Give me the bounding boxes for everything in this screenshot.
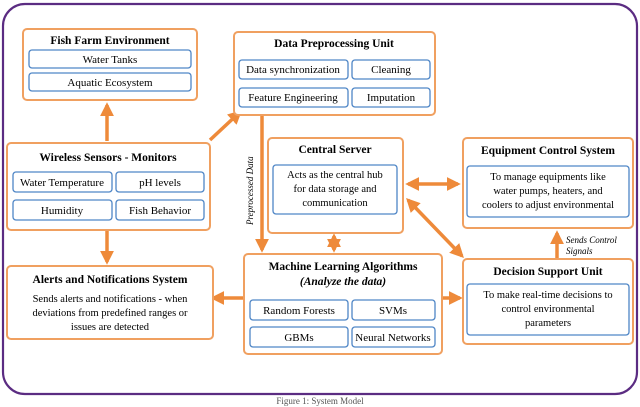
preprocessing-item: Feature Engineering [248, 92, 338, 104]
connector-arrows [100, 102, 564, 305]
ml-box: Machine Learning Algorithms (Analyze the… [243, 253, 443, 355]
equipment-desc-line: water pumps, heaters, and [493, 186, 603, 197]
sends-control-label-line2: Signals [566, 246, 593, 256]
preprocessing-item: Imputation [367, 92, 416, 104]
alerts-desc-line: deviations from predefined ranges or [32, 308, 188, 319]
fish-farm-box: Fish Farm Environment Water Tanks Aquati… [22, 28, 198, 101]
preprocessing-box: Data Preprocessing Unit Data synchroniza… [233, 31, 436, 116]
central-server-desc-line: Acts as the central hub [287, 170, 383, 181]
ml-title: Machine Learning Algorithms [269, 261, 418, 273]
sensor-item: Humidity [41, 205, 84, 217]
equipment-desc-line: To manage equipments like [490, 172, 606, 183]
preprocessing-item: Data synchronization [246, 64, 340, 76]
preprocessing-title: Data Preprocessing Unit [274, 38, 394, 50]
sends-control-label-line1: Sends Control [566, 235, 617, 245]
figure-caption: Figure 1: System Model [276, 396, 364, 406]
outer-frame [1, 2, 639, 396]
alerts-title: Alerts and Notifications System [33, 274, 188, 286]
ml-subtitle: (Analyze the data) [300, 276, 386, 288]
alerts-box: Alerts and Notifications System Sends al… [6, 265, 214, 340]
preprocessing-item: Cleaning [371, 64, 411, 76]
sensors-title: Wireless Sensors - Monitors [39, 152, 177, 164]
ml-algorithm: SVMs [379, 305, 407, 317]
alerts-desc-line: Sends alerts and notifications - when [33, 294, 189, 305]
ml-algorithm: Random Forests [263, 305, 335, 317]
equipment-box: Equipment Control System To manage equip… [462, 137, 634, 229]
ml-algorithm: Neural Networks [355, 332, 430, 344]
sensor-item: pH levels [139, 177, 181, 189]
central-server-title: Central Server [298, 144, 371, 156]
fish-farm-item: Aquatic Ecosystem [67, 77, 153, 89]
sensor-item: Fish Behavior [129, 205, 191, 217]
central-server-desc-line: communication [302, 198, 368, 209]
sensors-box: Wireless Sensors - Monitors Water Temper… [6, 142, 211, 231]
fish-farm-item: Water Tanks [83, 54, 138, 66]
decision-desc-line: parameters [525, 318, 571, 329]
arrow-server-decision [406, 197, 464, 259]
arrow-sensors-to-preprocessing [208, 110, 243, 142]
ml-algorithm: GBMs [284, 332, 313, 344]
decision-desc-line: control environmental [501, 304, 594, 315]
decision-title: Decision Support Unit [493, 266, 602, 278]
fish-farm-title: Fish Farm Environment [50, 35, 169, 47]
equipment-title: Equipment Control System [481, 145, 615, 157]
central-server-box: Central Server Acts as the central hub f… [267, 137, 404, 234]
alerts-desc-line: issues are detected [71, 322, 150, 333]
decision-box: Decision Support Unit To make real-time … [462, 258, 634, 345]
preprocessed-data-label: Preprocessed Data [245, 156, 255, 226]
equipment-desc-line: coolers to adjust environmental [482, 200, 614, 211]
sensor-item: Water Temperature [20, 177, 104, 189]
central-server-desc-line: for data storage and [293, 184, 377, 195]
decision-desc-line: To make real-time decisions to [483, 290, 612, 301]
